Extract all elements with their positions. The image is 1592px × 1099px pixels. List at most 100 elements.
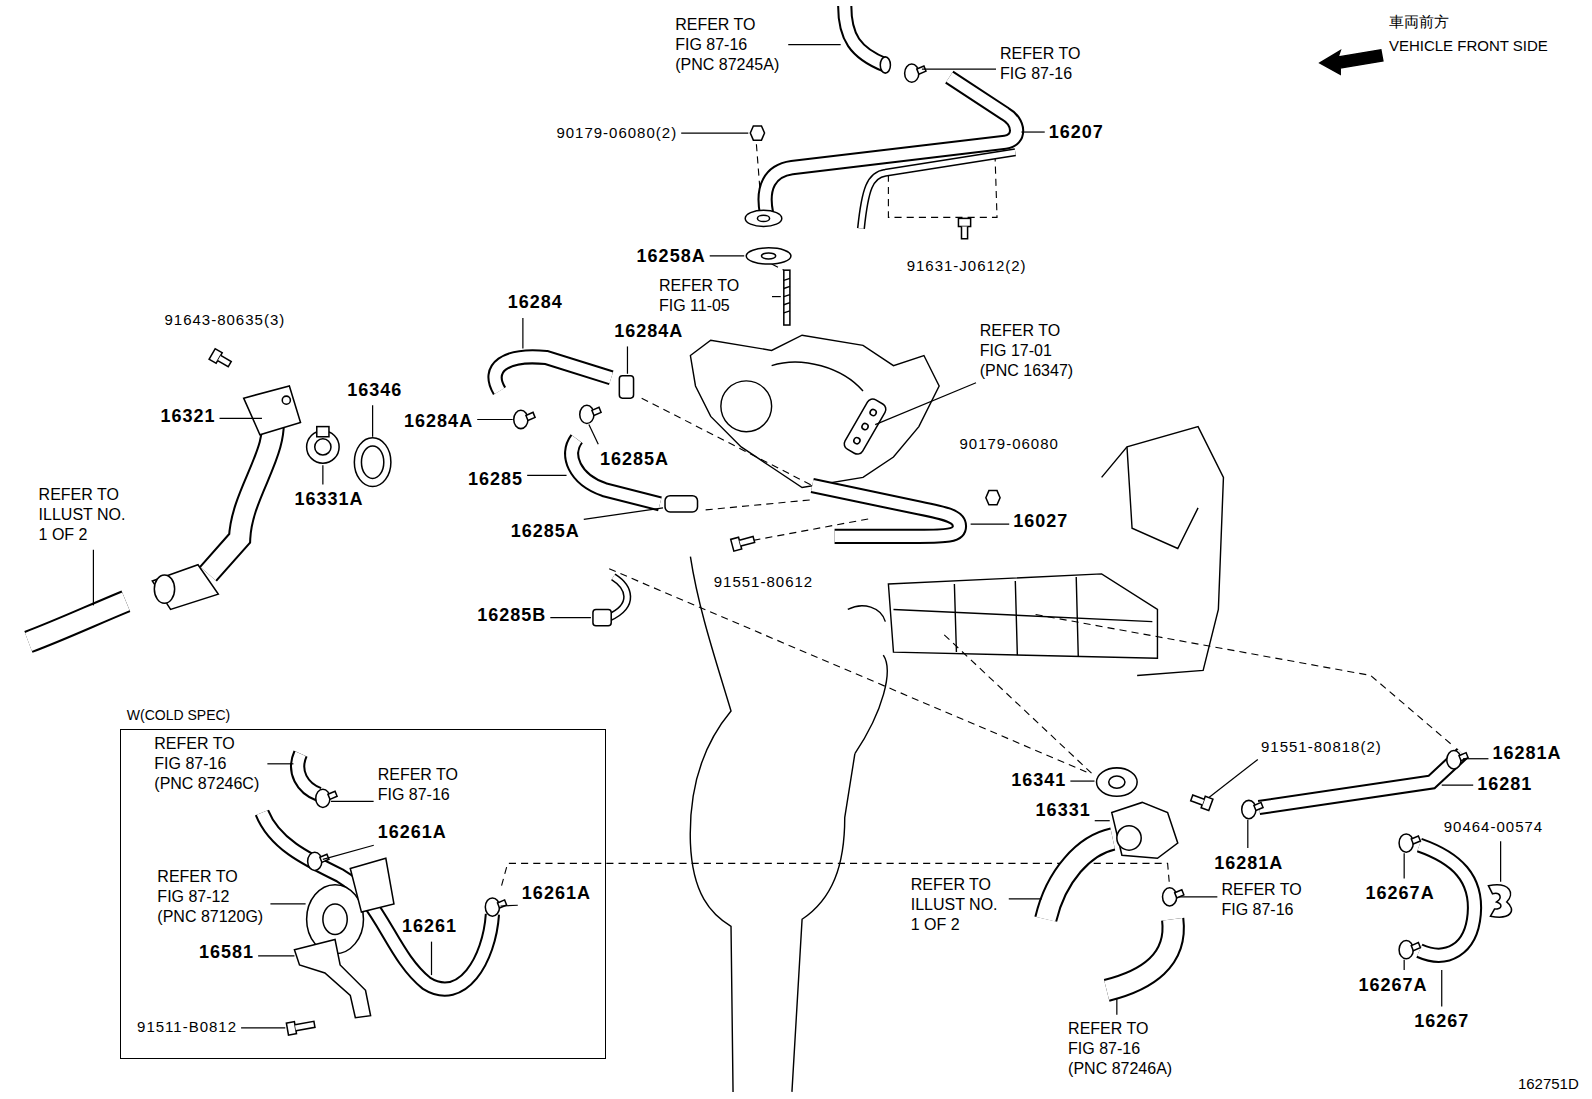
leader-line (589, 425, 598, 445)
leader-line (1463, 758, 1488, 759)
assembly-line-part (706, 500, 813, 510)
leader-line (1247, 820, 1248, 848)
part-number: 91631-J0612(2) (907, 257, 1027, 276)
callout-number: 16267A (1358, 974, 1427, 997)
part-shape-part (315, 439, 331, 455)
leader-line (372, 405, 373, 436)
assembly-line-part (1036, 615, 1454, 747)
hose-clamp-part-part (1254, 802, 1263, 810)
hose-part (1259, 754, 1462, 808)
part-shape-part (757, 215, 769, 221)
hose-part (28, 601, 125, 642)
callout-number: 16284A (404, 410, 473, 433)
leader-line (522, 318, 523, 348)
part-shape-part (154, 575, 174, 603)
part-shape-part (1488, 885, 1511, 917)
leader-lines (93, 45, 1500, 1028)
part-shape-part (1117, 826, 1141, 850)
hose-part (298, 754, 319, 795)
frame-heading: W(COLD SPEC) (127, 707, 230, 725)
hose-clamp-part (485, 898, 506, 916)
assembly-line-part (642, 398, 813, 485)
callout-number: 16581 (199, 941, 254, 964)
hose-clamp-part-part (1411, 943, 1420, 951)
bolt-part (1190, 792, 1213, 810)
hose-part (262, 813, 492, 989)
hose-clamp-part-part (514, 410, 528, 428)
part-number: 90179-06080(2) (556, 124, 677, 143)
reference-note: REFER TO FIG 87-16 (378, 765, 487, 805)
bolt (209, 218, 1213, 1035)
leader-line (971, 523, 1010, 524)
part-number: 90464-00574 (1444, 818, 1543, 837)
leader-line (1095, 820, 1110, 821)
part-shape-part (244, 386, 301, 435)
leader-line (1442, 785, 1473, 786)
callout-number: 16267 (1414, 1010, 1469, 1033)
drawing-number: 162751D (1518, 1075, 1579, 1094)
callout-number: 16261A (522, 882, 591, 905)
part-shape (152, 57, 1511, 1018)
callout-number: 16261 (402, 915, 457, 938)
hose-part (845, 6, 886, 65)
part-shape-part-part (853, 437, 861, 445)
callout-number: 16321 (160, 405, 215, 428)
engine-outline-part (1102, 427, 1224, 676)
leader-line (627, 346, 628, 373)
bolt-part (958, 218, 970, 238)
callout-number: 16285B (477, 604, 546, 627)
hose-clamp-part-part (1447, 751, 1461, 769)
hose-part (845, 6, 886, 65)
hose-part (1259, 754, 1462, 808)
hose-clamp-part-part (592, 407, 601, 415)
hose-clamp-part (1242, 800, 1263, 818)
reference-note: REFER TO FIG 87-16 (PNC 87246C) (154, 734, 263, 794)
hose-clamp-part-part (308, 852, 322, 870)
hose-clamp-part-part (1242, 800, 1256, 818)
leader-line (1441, 970, 1442, 1006)
hose-part (812, 486, 959, 537)
part-shape-part (323, 904, 347, 934)
reference-note: REFER TO FIG 11-05 (659, 276, 768, 316)
hose-clamp (308, 64, 1468, 959)
reference-note: REFER TO FIG 87-16 (PNC 87246A) (1068, 1019, 1177, 1079)
reference-note: REFER TO ILLUST NO. 1 OF 2 (39, 485, 133, 545)
part-shape-part (152, 565, 218, 610)
callout-number: 16331 (1036, 799, 1091, 822)
hose-clamp-part-part (1459, 753, 1468, 761)
leader-line (477, 419, 513, 420)
leader-line (267, 763, 293, 764)
hose-clamp-part-part (905, 64, 919, 82)
reference-note: REFER TO FIG 17-01 (PNC 16347) (980, 321, 1089, 381)
engine-outline-part (893, 609, 1152, 621)
engine-outline (690, 335, 1223, 1092)
hose-part (208, 411, 273, 574)
drawing-number: VEHICLE FRONT SIDE (1389, 37, 1548, 56)
engine-outline-part (855, 655, 887, 754)
hose-clamp-part (1399, 834, 1420, 852)
reference-note: REFER TO FIG 87-16 (1000, 44, 1109, 84)
reference-note: REFER TO FIG 87-16 (1221, 880, 1330, 920)
part-shape-part (350, 858, 394, 912)
hose-clamp-part (1447, 751, 1468, 769)
reference-note: REFER TO FIG 87-12 (PNC 87120G) (157, 867, 266, 927)
part-number: 91551-80612 (714, 573, 813, 592)
bolt-part-part (739, 537, 754, 547)
leader-line (1070, 780, 1094, 781)
callout-number: 16258A (637, 245, 706, 268)
hose-clamp-part-part (1399, 941, 1413, 959)
part-number: 91643-80635(3) (164, 311, 285, 330)
callout-number: 16284A (614, 320, 683, 343)
part-shape-part-part (869, 408, 877, 416)
callout-number: 16267A (1366, 882, 1435, 905)
part-shape-part (784, 278, 790, 313)
hose-clamp-part (308, 852, 329, 870)
hose-part (1046, 839, 1113, 919)
leader-line (788, 44, 840, 45)
assembly-line-part (609, 569, 1086, 772)
leader-line (1021, 131, 1044, 132)
engine-outline-part (721, 381, 772, 432)
hose-part (1107, 919, 1174, 990)
engine-outline-part (690, 557, 733, 1092)
leader-line (1009, 898, 1042, 899)
